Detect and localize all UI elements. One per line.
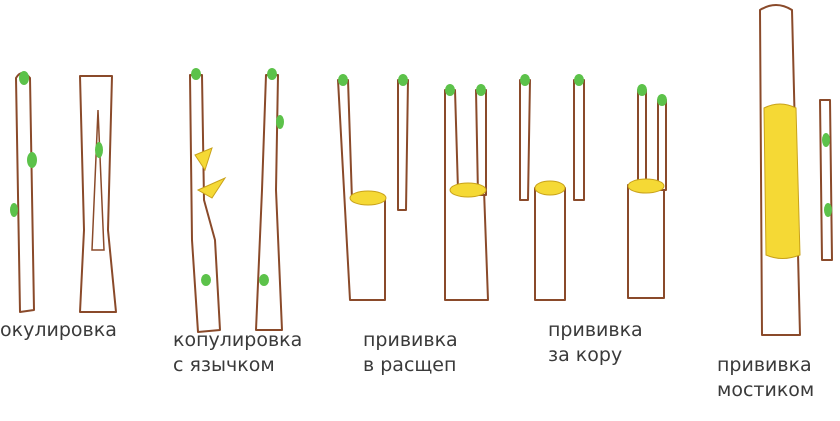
label-line: копулировка bbox=[173, 329, 303, 351]
bark-graft-3-drawing bbox=[627, 84, 667, 299]
bark-graft-2-drawing bbox=[573, 74, 585, 201]
budding-rootstock-drawing bbox=[79, 75, 117, 313]
bud-icon bbox=[19, 71, 29, 85]
tongue-graft-2-drawing bbox=[255, 68, 284, 331]
cleft-graft-3-drawing bbox=[444, 84, 489, 301]
label-line: прививка bbox=[363, 329, 458, 351]
label-line: мостиком bbox=[717, 379, 815, 401]
label-line: в расщеп bbox=[363, 354, 457, 376]
cleft-graft-1-drawing bbox=[337, 74, 387, 301]
label-line: прививка bbox=[717, 354, 812, 376]
budding-scion-drawing bbox=[10, 71, 37, 313]
bridge-graft-drawing bbox=[759, 4, 833, 336]
label-budding: окулировка bbox=[0, 319, 117, 341]
label-bridge-graft: прививка мостиком bbox=[717, 353, 814, 403]
bark-graft-1-drawing bbox=[519, 74, 566, 301]
label-line: с язычком bbox=[173, 354, 275, 376]
label-cleft-graft: прививка в расщеп bbox=[363, 328, 458, 378]
cleft-graft-2-drawing bbox=[397, 74, 409, 211]
label-line: прививка bbox=[548, 319, 643, 341]
label-line: за кору bbox=[548, 344, 623, 366]
label-bark-graft: прививка за кору bbox=[548, 318, 643, 368]
label-tongue-graft: копулировка с язычком bbox=[173, 328, 302, 378]
tongue-graft-1-drawing bbox=[189, 68, 227, 333]
